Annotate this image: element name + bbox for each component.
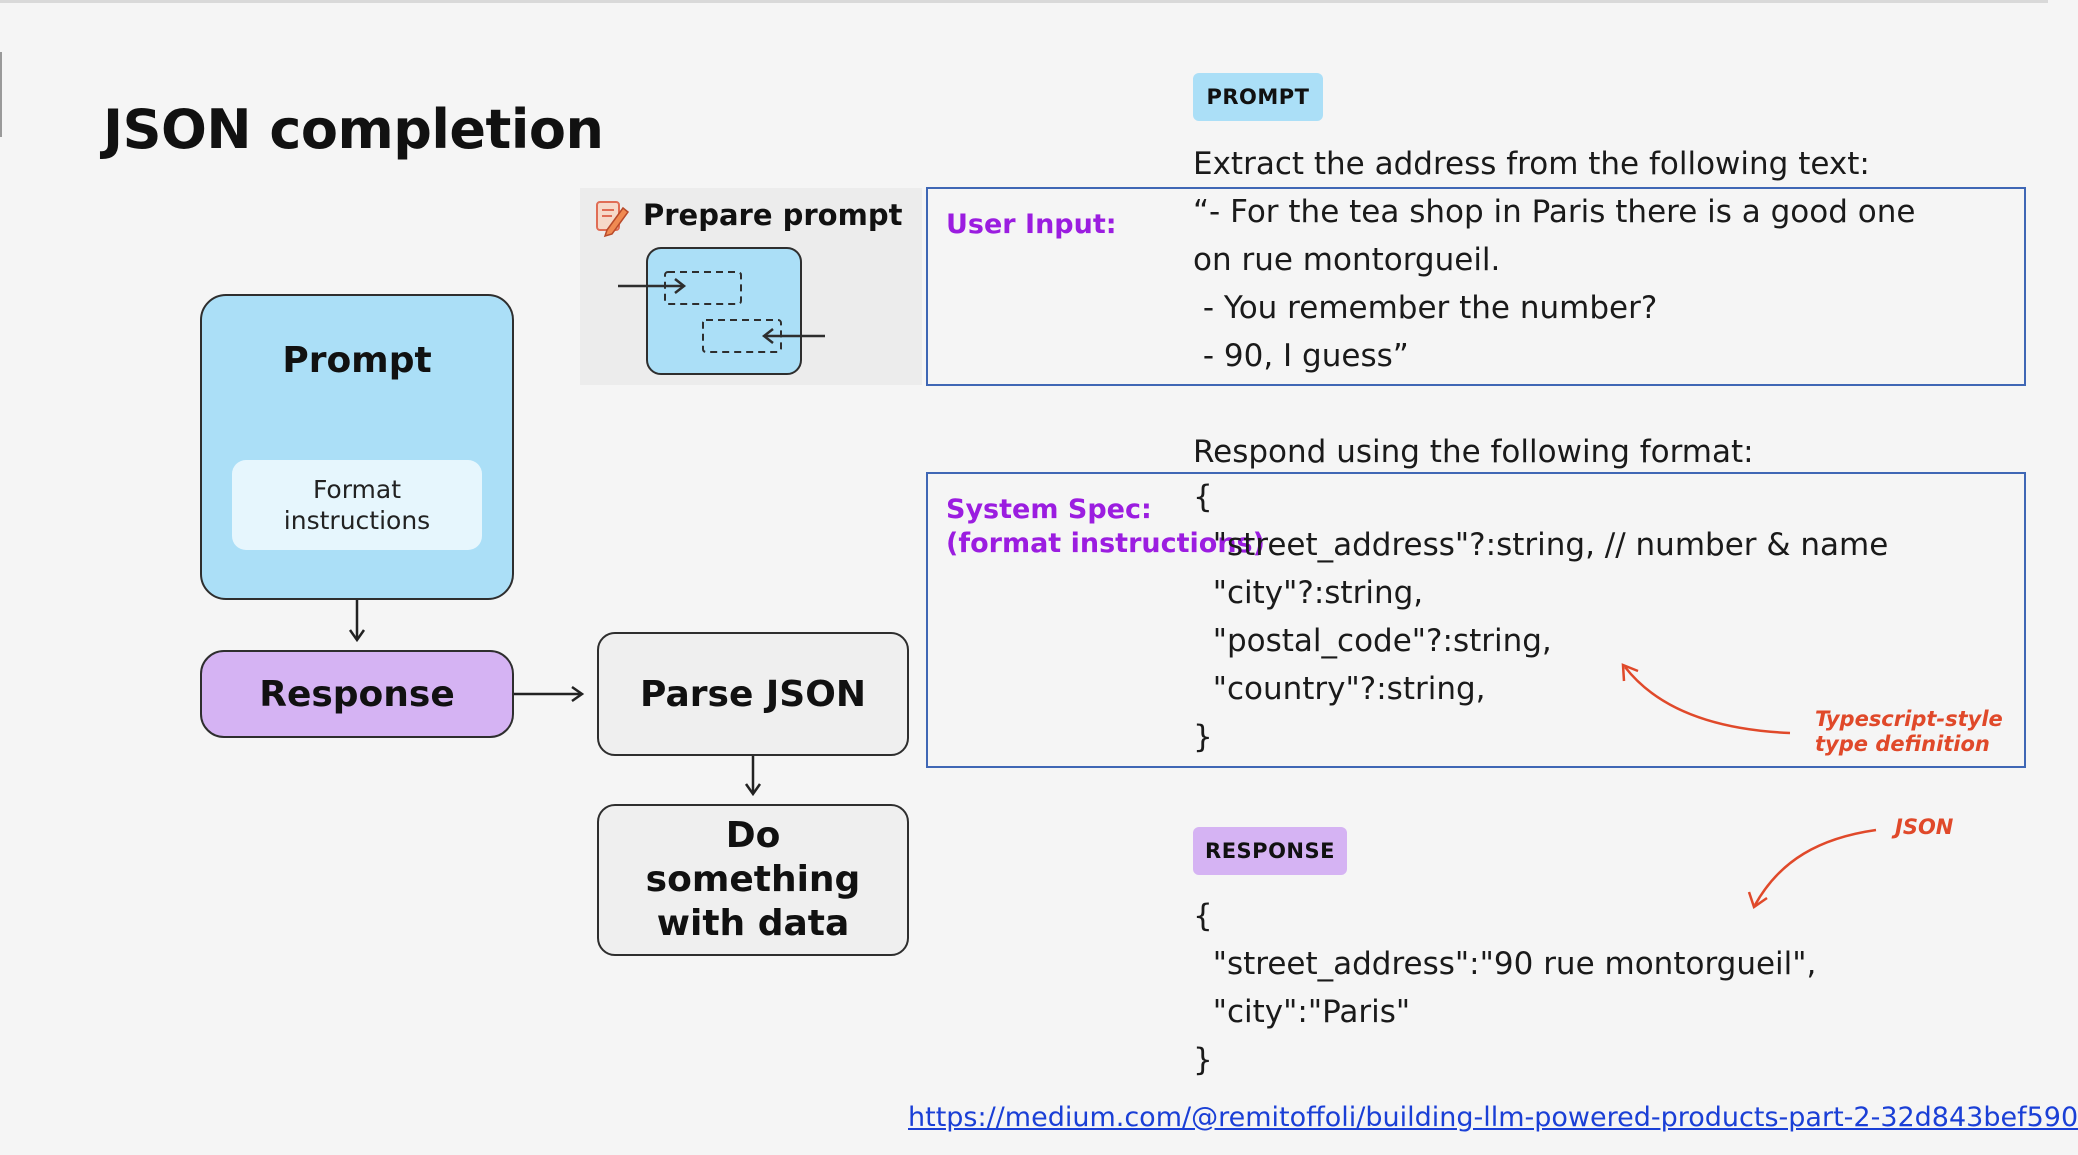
response-badge: RESPONSE xyxy=(1193,827,1347,875)
json-annotation: JSON xyxy=(1895,815,1954,839)
source-link[interactable]: https://medium.com/@remitoffoli/building… xyxy=(908,1102,2078,1133)
response-node-label: Response xyxy=(259,673,455,715)
response-line-4: } xyxy=(1193,1042,1213,1078)
notepad-pencil-icon xyxy=(596,201,630,238)
arrowhead-prompt-to-response xyxy=(348,629,366,643)
parse-json-node: Parse JSON xyxy=(597,632,909,756)
user-input-line-1: “- For the tea shop in Paris there is a … xyxy=(1193,194,1916,230)
slide-top-border xyxy=(0,0,2048,3)
response-node: Response xyxy=(200,650,514,738)
typescript-annotation: Typescript-style type definition xyxy=(1815,707,2003,756)
annotation-arrowhead-json xyxy=(1747,891,1768,909)
format-line-6: } xyxy=(1193,719,1213,755)
format-line-5: "country"?:string, xyxy=(1193,671,1486,707)
system-spec-frame xyxy=(926,472,2026,768)
page-title: JSON completion xyxy=(103,98,604,161)
prompt-intro-text: Extract the address from the following t… xyxy=(1193,146,1870,182)
user-input-frame xyxy=(926,187,2026,386)
format-line-1: { xyxy=(1193,479,1213,515)
format-instructions-tag: (format instructions) xyxy=(946,528,1265,559)
user-input-label: User Input: xyxy=(946,209,1117,240)
annotation-arrowhead-typescript xyxy=(1621,663,1639,682)
format-line-3: "city"?:string, xyxy=(1193,575,1424,611)
arrowhead-parse-to-do-something xyxy=(744,783,762,797)
format-instructions-label: Format instructions xyxy=(283,475,431,535)
format-line-4: "postal_code"?:string, xyxy=(1193,623,1552,659)
response-line-1: { xyxy=(1193,898,1213,934)
do-something-node: Do something with data xyxy=(597,804,909,956)
system-spec-label: System Spec: xyxy=(946,494,1152,525)
do-something-label: Do something with data xyxy=(645,815,861,944)
response-line-2: "street_address":"90 rue montorgueil", xyxy=(1193,946,1817,982)
parse-json-label: Parse JSON xyxy=(640,673,866,715)
prepare-prompt-illustration xyxy=(618,247,825,375)
user-input-line-4: - 90, I guess” xyxy=(1193,338,1409,374)
user-input-line-2: on rue montorgueil. xyxy=(1193,242,1501,278)
arrowhead-response-to-parse xyxy=(571,685,585,703)
annotation-arrow-json xyxy=(1753,828,1877,906)
format-line-2: "street_address"?:string, // number & na… xyxy=(1193,527,1889,563)
format-intro-text: Respond using the following format: xyxy=(1193,434,1754,470)
response-line-3: "city":"Paris" xyxy=(1193,994,1411,1030)
prompt-node-label: Prompt xyxy=(282,340,432,381)
format-instructions-node: Format instructions xyxy=(232,460,482,550)
user-input-line-3: - You remember the number? xyxy=(1193,290,1658,326)
prepare-prompt-title: Prepare prompt xyxy=(643,198,903,232)
prompt-badge: PROMPT xyxy=(1193,73,1323,121)
annotation-arrow-typescript xyxy=(1624,666,1791,735)
slide-left-edge xyxy=(0,52,2,137)
